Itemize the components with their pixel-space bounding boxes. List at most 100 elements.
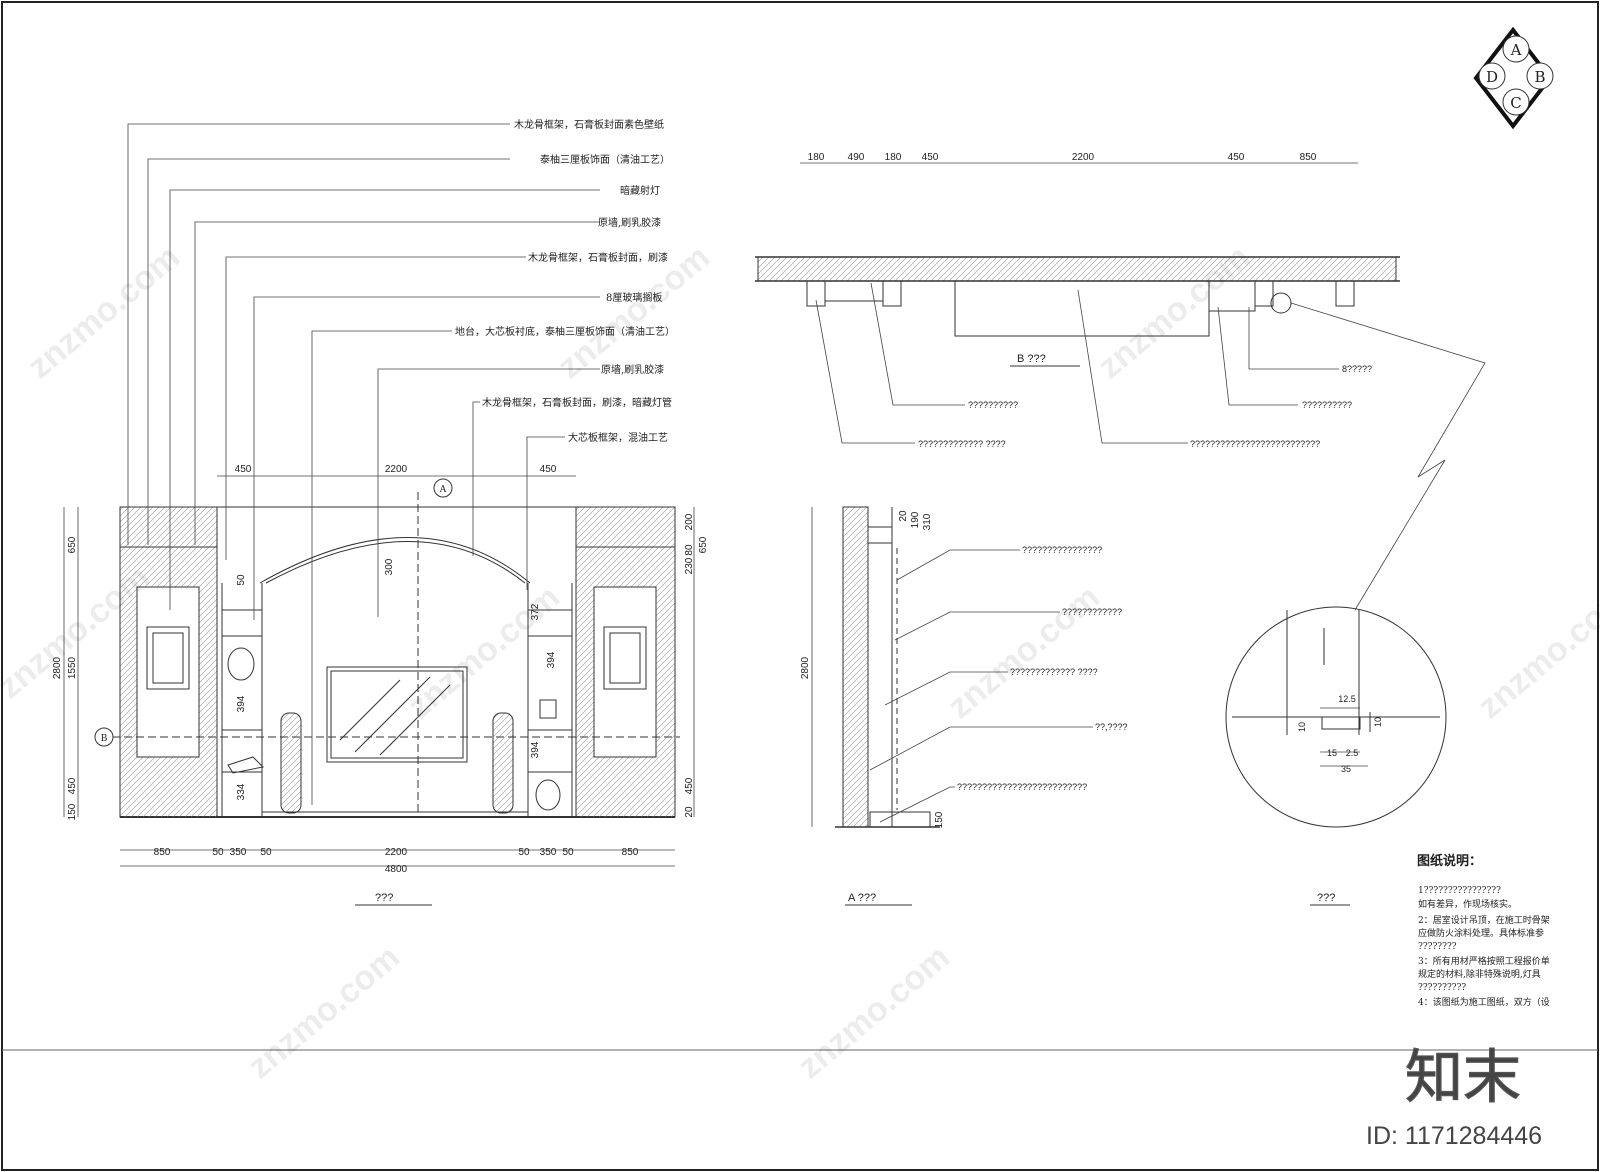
detail-drawing bbox=[1225, 606, 1447, 828]
plan-b-drawing bbox=[755, 256, 1400, 337]
dim-right-1: 200 bbox=[684, 513, 695, 530]
elevation-dimensions: 450 2200 450 850 50 350 50 2200 50 350 5… bbox=[52, 464, 709, 875]
detail-dim-1: 12.5 bbox=[1338, 694, 1356, 704]
dim-inner-7: 394 bbox=[530, 741, 541, 758]
plan-label-3: ?????????? bbox=[968, 400, 1018, 410]
plan-b-leaders bbox=[815, 282, 1486, 611]
dim-bottom-9: 850 bbox=[622, 847, 639, 858]
note-line-3: 2：居室设计吊顶，在施工时骨架 bbox=[1418, 914, 1550, 926]
svg-text:B: B bbox=[101, 734, 108, 744]
title-detail-group: ??? bbox=[1310, 892, 1350, 906]
note-line-7: 规定的材料,除非特殊说明,灯具 bbox=[1418, 968, 1541, 980]
dim-inner-1: 50 bbox=[236, 574, 247, 586]
plan-label-2: ?????????? bbox=[1302, 400, 1352, 410]
dim-bottom-4: 50 bbox=[260, 847, 272, 858]
plan-dim-7: 850 bbox=[1300, 152, 1317, 163]
brand-id: ID: 1171284446 bbox=[1366, 1122, 1542, 1150]
plan-b-label-group: 8????? ?????????? ?????????? ???????????… bbox=[918, 364, 1372, 449]
brand-logo: 知末 bbox=[1405, 1045, 1521, 1110]
plan-dim-4: 450 bbox=[922, 152, 939, 163]
dim-inner-2: 300 bbox=[384, 558, 395, 575]
note-line-1: 1???????????????? bbox=[1418, 886, 1501, 896]
dim-bottom-8: 50 bbox=[562, 847, 574, 858]
section-label-1: ???????????????? bbox=[1022, 545, 1102, 555]
brand-block: 知末 ID: 1171284446 bbox=[1366, 1044, 1542, 1150]
dim-bottom-3: 350 bbox=[230, 847, 247, 858]
compass-a: A bbox=[1510, 41, 1522, 59]
dim-bottom-5: 2200 bbox=[385, 847, 408, 858]
dim-left-3: 1550 bbox=[67, 656, 78, 679]
dim-right-2: 230 bbox=[684, 557, 695, 574]
label-glass-shelf: 8厘玻璃搁板 bbox=[606, 291, 662, 304]
label-blockboard: 大芯板框架，混油工艺 bbox=[568, 431, 668, 444]
dim-bottom-6: 50 bbox=[518, 847, 530, 858]
dim-left-2: 650 bbox=[67, 536, 78, 553]
elevation-callouts bbox=[127, 123, 600, 805]
detail-dim-5: 2.5 bbox=[1346, 748, 1359, 758]
dim-top-2: 2200 bbox=[385, 464, 408, 475]
note-line-5: ???????? bbox=[1418, 942, 1457, 952]
dim-top-3: 450 bbox=[540, 464, 557, 475]
note-line-9: 4：该图纸为施工图纸，双方（设 bbox=[1418, 996, 1550, 1008]
plan-b-dimensions: 180 490 180 450 2200 450 850 bbox=[800, 152, 1358, 164]
section-dim-top-1: 20 bbox=[898, 510, 909, 522]
compass-icon: A B C D bbox=[1473, 26, 1554, 130]
dim-top-1: 450 bbox=[235, 464, 252, 475]
title-section-a: A ??? bbox=[848, 892, 876, 904]
title-elevation: ??? bbox=[375, 892, 393, 904]
label-wallpaper: 木龙骨框架，石膏板封面素色壁纸 bbox=[514, 118, 664, 131]
detail-dim-6: 35 bbox=[1341, 764, 1351, 774]
detail-dim-4: 15 bbox=[1327, 748, 1337, 758]
detail-dimensions: 12.5 10 10 15 2.5 35 bbox=[1297, 694, 1383, 774]
plan-dim-1: 180 bbox=[808, 152, 825, 163]
dim-right-6: 20 bbox=[684, 806, 695, 818]
svg-text:A: A bbox=[439, 485, 447, 495]
title-elevation-group: ??? bbox=[355, 892, 432, 906]
dim-inner-5: 394 bbox=[546, 651, 557, 668]
label-gypsum-paint: 木龙骨框架，石膏板封面，刷漆 bbox=[528, 251, 668, 264]
section-marker-a: A bbox=[433, 478, 453, 498]
dim-bottom-1: 850 bbox=[154, 847, 171, 858]
detail-dim-2: 10 bbox=[1297, 722, 1307, 732]
section-dim-height: 2800 bbox=[800, 656, 811, 679]
section-label-4: ??,???? bbox=[1095, 722, 1128, 732]
dim-inner-4: 394 bbox=[236, 695, 247, 712]
plan-dim-2: 490 bbox=[848, 152, 865, 163]
title-plan-b-group: B ??? bbox=[1010, 353, 1080, 367]
title-plan-b: B ??? bbox=[1017, 353, 1046, 365]
drawing-notes: 图纸说明： 1???????????????? 如有差异，作现场核实。 2：居室… bbox=[1417, 853, 1550, 1008]
dim-left-height: 2800 bbox=[52, 656, 63, 679]
plan-dim-3: 180 bbox=[885, 152, 902, 163]
plan-label-5: ?????????????????????????? bbox=[1190, 439, 1320, 449]
section-a-leaders bbox=[869, 549, 1093, 823]
elevation-drawing bbox=[100, 492, 680, 818]
dim-bottom-2: 50 bbox=[212, 847, 224, 858]
dim-inner-6: 334 bbox=[236, 783, 247, 800]
compass-c: C bbox=[1510, 94, 1521, 112]
dim-bottom-total: 4800 bbox=[385, 864, 408, 875]
section-dim-top-2: 190 bbox=[910, 511, 921, 528]
detail-dim-3: 10 bbox=[1373, 717, 1383, 727]
title-section-a-group: A ??? bbox=[845, 892, 912, 906]
note-line-4: 应做防火涂料处理。具体标准参 bbox=[1418, 927, 1544, 939]
section-a-drawing bbox=[835, 506, 940, 828]
dim-right-4: 450 bbox=[684, 777, 695, 794]
notes-title: 图纸说明： bbox=[1417, 853, 1482, 869]
note-line-2: 如有差异，作现场核实。 bbox=[1418, 898, 1517, 910]
elevation-label-group: 木龙骨框架，石膏板封面素色壁纸 泰柚三厘板饰面（清油工艺） 暗藏射灯 原墙,刷乳… bbox=[455, 118, 675, 444]
label-teak-veneer: 泰柚三厘板饰面（清油工艺） bbox=[540, 153, 670, 166]
section-dim-bottom: 150 bbox=[934, 811, 945, 828]
dim-left-4: 450 bbox=[67, 777, 78, 794]
dim-right-5: 650 bbox=[698, 536, 709, 553]
section-label-3: ????????????? ???? bbox=[1010, 667, 1098, 677]
label-hidden-spotlight: 暗藏射灯 bbox=[620, 184, 660, 197]
title-detail: ??? bbox=[1317, 892, 1335, 904]
label-original-wall-2: 原墙,刷乳胶漆 bbox=[601, 363, 664, 376]
dim-left-5: 150 bbox=[67, 803, 78, 820]
plan-dim-6: 450 bbox=[1228, 152, 1245, 163]
label-platform: 地台，大芯板衬底，泰柚三厘板饰面（清油工艺） bbox=[455, 325, 675, 338]
dim-inner-3: 372 bbox=[530, 603, 541, 620]
compass-b: B bbox=[1534, 68, 1545, 86]
dim-bottom-7: 350 bbox=[540, 847, 557, 858]
